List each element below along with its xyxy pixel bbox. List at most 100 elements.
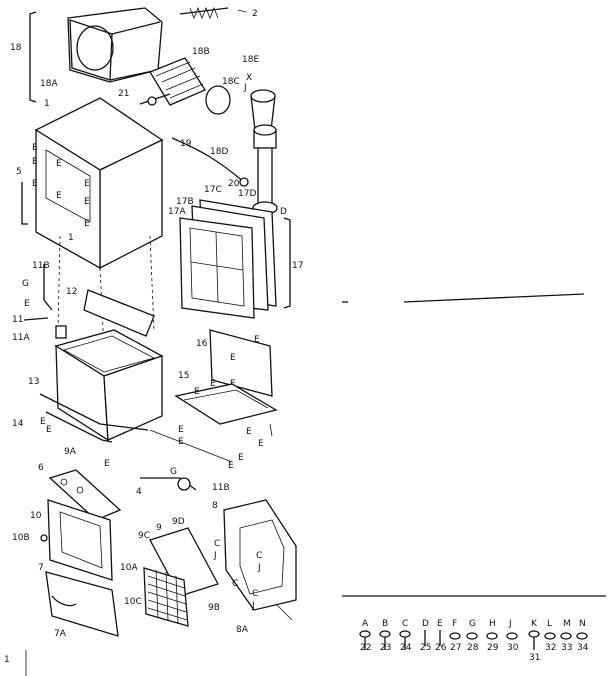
label-E-9: E xyxy=(24,299,30,309)
label-10A: 10A xyxy=(120,563,138,573)
label-D: D xyxy=(280,207,287,217)
label-18A: 18A xyxy=(40,79,58,89)
label-20: 20 xyxy=(228,179,240,189)
hardware-number: 28 xyxy=(467,643,479,653)
label-E: E xyxy=(32,143,38,153)
hardware-letter: D xyxy=(422,619,429,629)
label-1: 1 xyxy=(44,99,50,109)
label-11: 11 xyxy=(12,315,23,325)
hardware-item-l: L32 xyxy=(544,619,556,653)
label-6: 6 xyxy=(38,463,44,473)
label-E-2: E xyxy=(32,157,38,167)
gas-valve: 4 G 11B xyxy=(136,467,230,497)
washer-icon xyxy=(486,632,498,640)
label-21: 21 xyxy=(118,89,129,99)
label-16: 16 xyxy=(196,339,208,349)
label-9A: 9A xyxy=(64,447,77,457)
washer-icon xyxy=(576,632,588,640)
label-1A: 1 xyxy=(68,233,74,243)
hardware-letter: K xyxy=(531,619,538,629)
label-E-20: E xyxy=(246,427,252,437)
reference-rules xyxy=(25,293,606,676)
burner-grille: 9D 9 9C 9B 10C xyxy=(124,517,220,627)
cabinet: 1 E E E E E E E E 1 5 xyxy=(16,97,164,351)
label-E-22: E xyxy=(238,453,244,463)
hardware-number: 31 xyxy=(529,653,540,663)
washer-icon xyxy=(544,632,556,640)
label-E-17: E xyxy=(210,379,216,389)
label-9C: 9C xyxy=(138,531,150,541)
hardware-number: 22 xyxy=(360,643,371,653)
label-9B: 9B xyxy=(208,603,220,613)
hardware-item-n: N 34 xyxy=(576,619,589,653)
hardware-number: 30 xyxy=(507,643,519,653)
front-door-assembly: 9A 6 10 10B 10A 7 7A xyxy=(12,447,138,639)
washer-icon xyxy=(449,632,461,640)
label-E-7: E xyxy=(84,197,90,207)
hardware-item-e: E26 xyxy=(435,619,447,653)
hardware-item-c: C24 xyxy=(399,619,412,653)
screw-head-icon xyxy=(528,630,540,638)
label-C-2: C xyxy=(256,551,262,561)
label-8A: 8A xyxy=(236,625,249,635)
label-19: 19 xyxy=(180,139,192,149)
label-E-21: E xyxy=(258,439,264,449)
label-4: 4 xyxy=(136,487,142,497)
hardware-item-f: F 27 xyxy=(449,619,461,653)
label-11B: 11B xyxy=(32,261,50,271)
label-5: 5 xyxy=(16,167,22,177)
label-C: C xyxy=(214,539,220,549)
side-panels: 16 E E E 15 E E E E E E E E xyxy=(174,329,278,471)
label-E-11: E xyxy=(46,425,52,435)
label-E-23: E xyxy=(228,461,234,471)
label-G-2: G xyxy=(170,467,177,477)
label-17D: 17D xyxy=(238,189,256,199)
label-18D: 18D xyxy=(210,147,228,157)
hardware-item-k: K 31 xyxy=(528,619,540,663)
hardware-item-j: J30 xyxy=(506,619,519,653)
label-E-10: E xyxy=(40,417,46,427)
hardware-number: 32 xyxy=(545,643,556,653)
washer-icon xyxy=(506,632,518,640)
label-E-16: E xyxy=(194,387,200,397)
screw-head-icon xyxy=(399,630,411,638)
hardware-number: 34 xyxy=(577,643,589,653)
label-J-2: J xyxy=(213,551,217,561)
hardware-number: 27 xyxy=(450,643,461,653)
base-pan: 13 14 E E E xyxy=(12,329,233,469)
label-12: 12 xyxy=(66,287,77,297)
hardware-item-m: M33 xyxy=(560,619,572,653)
washer-icon xyxy=(466,632,478,640)
label-E-5: E xyxy=(84,179,90,189)
label-7A: 7A xyxy=(54,629,67,639)
label-7: 7 xyxy=(38,563,44,573)
label-18B: 18B xyxy=(192,47,210,57)
label-10: 10 xyxy=(30,511,42,521)
blower-assembly: 18 18A 18B 18C 21 2 xyxy=(10,6,258,115)
hardware-item-g: G 28 xyxy=(466,619,479,653)
label-E-6: E xyxy=(56,191,62,201)
hardware-number: 26 xyxy=(435,643,447,653)
label-E-14: E xyxy=(230,353,236,363)
hardware-letter: F xyxy=(452,619,457,629)
label-17: 17 xyxy=(292,261,303,271)
hardware-item-b: B23 xyxy=(379,619,391,653)
label-J-3: J xyxy=(257,563,261,573)
label-E-18: E xyxy=(178,425,184,435)
corner-mark: 1 xyxy=(4,655,10,665)
hardware-letter: N xyxy=(579,619,586,629)
label-J: J xyxy=(243,83,247,93)
label-2: 2 xyxy=(252,9,258,19)
label-17B: 17B xyxy=(176,197,194,207)
label-E-12: E xyxy=(104,459,110,469)
label-J-4: J xyxy=(251,601,255,611)
hardware-number: 25 xyxy=(420,643,431,653)
label-13: 13 xyxy=(28,377,39,387)
label-G: G xyxy=(22,279,29,289)
hardware-letter: G xyxy=(469,619,476,629)
label-11B-2: 11B xyxy=(212,483,230,493)
flue-assembly: 18E X J 18D 19 20 D xyxy=(171,55,287,217)
screw-head-icon xyxy=(359,630,371,638)
label-C-3: C xyxy=(232,579,238,589)
